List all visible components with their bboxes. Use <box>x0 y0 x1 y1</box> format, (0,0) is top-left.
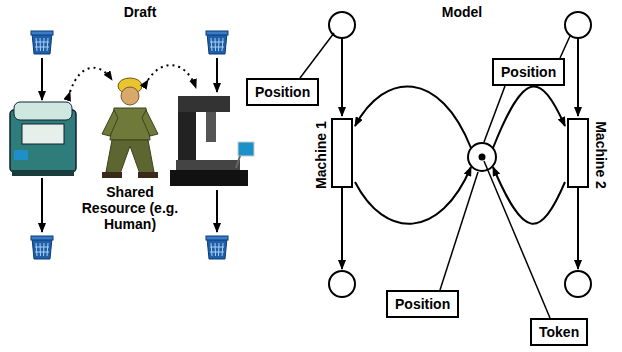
callout-text: Position <box>501 64 556 80</box>
machine-illustration <box>170 96 254 186</box>
section-title: Model <box>402 4 522 20</box>
section-title: Draft <box>80 4 200 20</box>
transition-box: Machine 2 <box>567 118 589 188</box>
callout-box: Token <box>530 318 588 346</box>
transition-box: Machine 1 <box>331 118 353 188</box>
resource-label: Shared Resource (e.g. Human) <box>78 184 182 232</box>
callout-text: Position <box>395 296 450 312</box>
callout-box: Position <box>246 78 319 106</box>
transition-label: Machine 1 <box>313 121 329 189</box>
callout-box: Position <box>492 58 565 86</box>
callout-box: Position <box>386 290 459 318</box>
transition-label: Machine 2 <box>593 121 609 189</box>
callout-text: Position <box>255 84 310 100</box>
worker-illustration <box>102 78 158 178</box>
machine-illustration <box>10 102 76 176</box>
callout-text: Token <box>539 324 579 340</box>
